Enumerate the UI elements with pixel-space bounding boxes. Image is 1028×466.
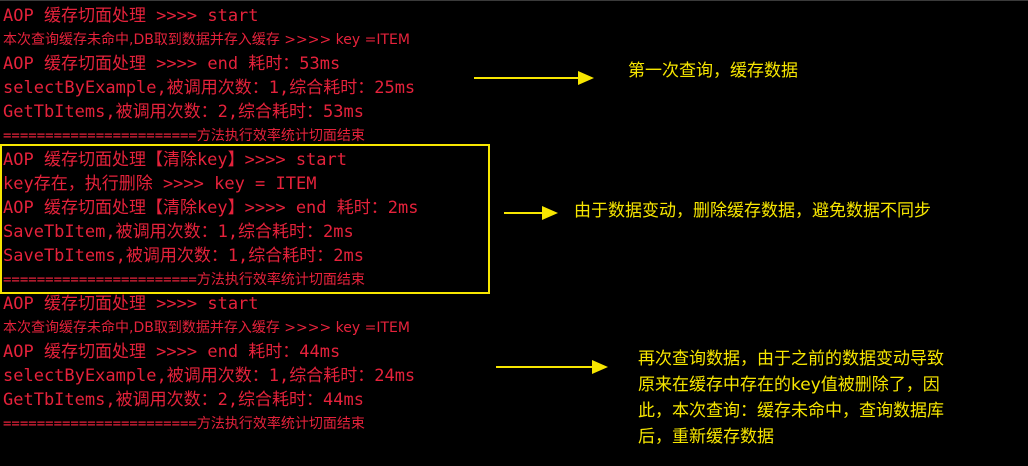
log-separator: =======================方法执行效率统计切面结束 [3,416,365,432]
log-line: selectByExample,被调用次数：1,综合耗时：25ms [3,78,416,98]
annotation-line: 此，本次查询：缓存未命中，查询数据库 [638,401,944,421]
log-line: key存在，执行删除 >>>> key = ITEM [3,174,317,194]
window-top-border [0,0,1028,1]
log-line: AOP 缓存切面处理 >>>> start [3,294,259,314]
annotation-line: 再次查询数据，由于之前的数据变动导致 [638,349,944,369]
annotation-line: 后，重新缓存数据 [638,427,774,447]
arrow-right-icon [474,71,594,85]
log-line: selectByExample,被调用次数：1,综合耗时：24ms [3,366,416,386]
annotation-line: 原来在缓存中存在的key值被删除了，因 [638,375,940,395]
annotation-cache-cleared: 由于数据变动，删除缓存数据，避免数据不同步 [574,201,931,221]
log-separator: =======================方法执行效率统计切面结束 [3,128,365,144]
log-line: AOP 缓存切面处理【清除key】>>>> start [3,150,347,170]
arrow-right-icon [496,360,608,374]
annotation-first-query: 第一次查询，缓存数据 [628,61,798,81]
log-line: SaveTbItem,被调用次数：1,综合耗时：2ms [3,222,354,242]
log-line: SaveTbItems,被调用次数：1,综合耗时：2ms [3,246,364,266]
log-lines: AOP 缓存切面处理 >>>> start 本次查询缓存未命中,DB取到数据并存… [3,4,418,436]
log-line: AOP 缓存切面处理 >>>> end 耗时：44ms [3,342,341,362]
log-line: AOP 缓存切面处理 >>>> end 耗时：53ms [3,54,341,74]
log-line: AOP 缓存切面处理 >>>> start [3,6,259,26]
highlight-box [0,144,490,294]
log-line: GetTbItems,被调用次数：2,综合耗时：53ms [3,102,364,122]
log-line: AOP 缓存切面处理【清除key】>>>> end 耗时：2ms [3,198,419,218]
log-line: 本次查询缓存未命中,DB取到数据并存入缓存 >>>> key =ITEM [3,32,410,48]
annotation-requery: 再次查询数据，由于之前的数据变动导致 原来在缓存中存在的key值被删除了，因 此… [638,346,1024,450]
log-separator: =======================方法执行效率统计切面结束 [3,272,365,288]
log-line: 本次查询缓存未命中,DB取到数据并存入缓存 >>>> key =ITEM [3,320,410,336]
log-line: GetTbItems,被调用次数：2,综合耗时：44ms [3,390,364,410]
arrow-right-icon [504,206,558,220]
